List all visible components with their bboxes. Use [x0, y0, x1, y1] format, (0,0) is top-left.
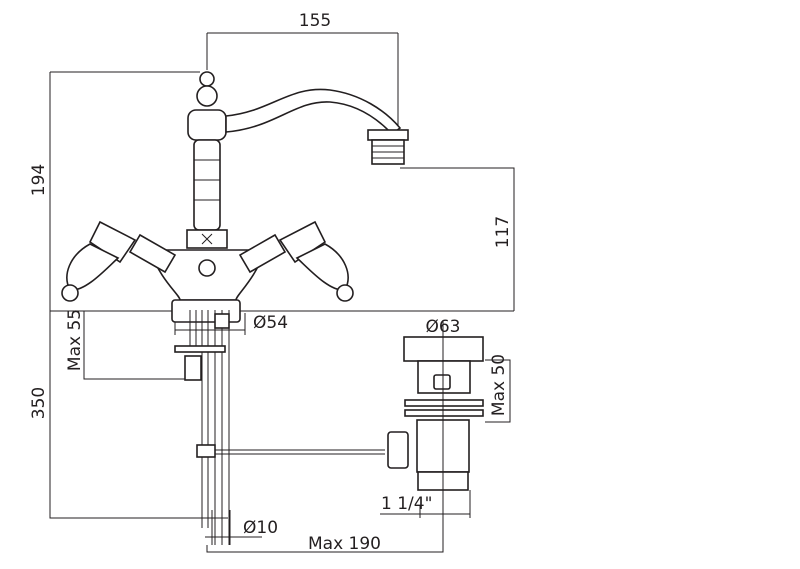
label-base-diameter: Ø54: [253, 313, 288, 333]
label-spout-height: 117: [493, 216, 513, 248]
underside-fittings: [174, 310, 385, 545]
label-pipe-diameter: Ø10: [243, 518, 278, 538]
label-max-deck: Max 55: [65, 309, 85, 371]
faucet-body: [61, 71, 409, 323]
label-waste-diameter: Ø63: [425, 317, 460, 337]
label-max-rod-length: Max 190: [308, 534, 381, 554]
label-waste-thread: 1 1/4": [381, 494, 432, 514]
label-spout-reach: 155: [299, 11, 331, 31]
label-total-height: 194: [29, 164, 49, 196]
pop-up-waste: [387, 320, 484, 552]
label-waste-depth: Max 50: [489, 354, 509, 416]
label-flexible-length: 350: [29, 387, 49, 419]
dimension-lines: [49, 32, 515, 553]
